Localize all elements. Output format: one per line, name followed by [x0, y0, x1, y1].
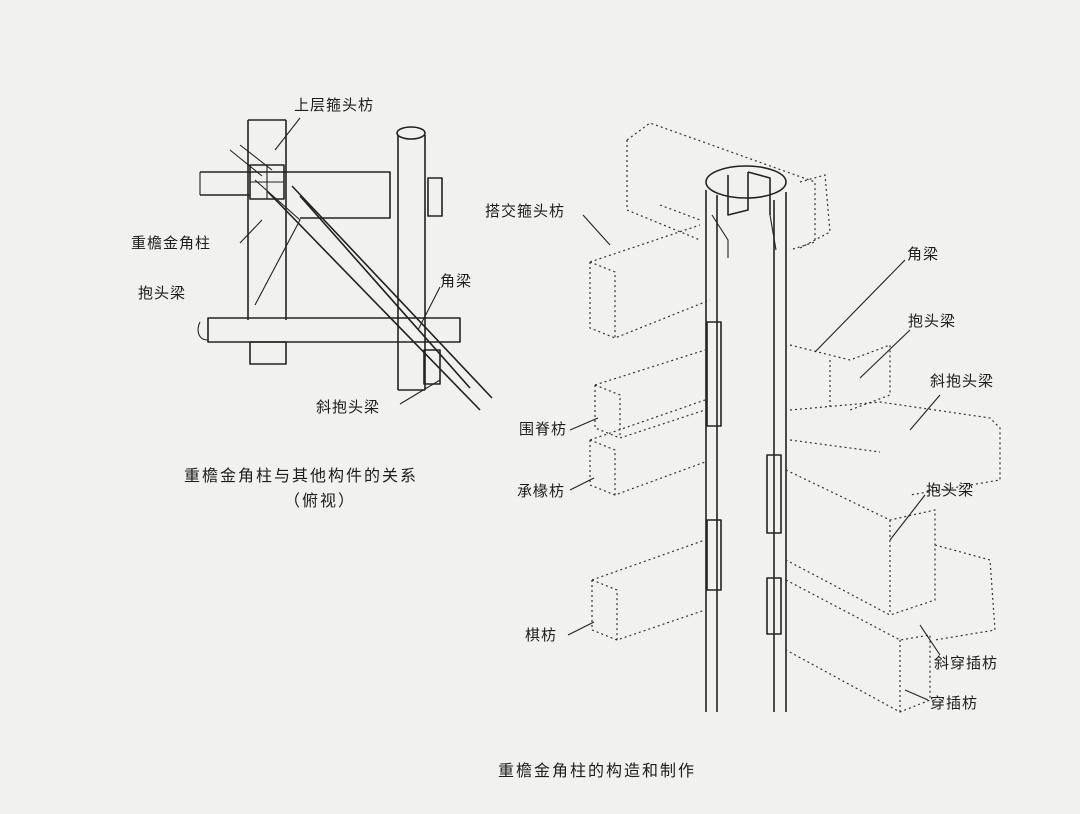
dajiao-fang-ghost	[589, 122, 816, 339]
caption-left: 重檐金角柱与其他构件的关系	[184, 466, 419, 485]
xie-baotou-liang-ghost	[789, 401, 1001, 496]
label-chengchuan-fang: 承椽枋	[517, 482, 566, 500]
lower-horizontal-beam	[207, 317, 461, 343]
label-qi-fang: 棋枋	[525, 626, 558, 644]
qi-fang-ghost	[591, 539, 706, 641]
caption-left-sub: （俯视）	[284, 491, 357, 510]
label-baotou-liang-left: 抱头梁	[138, 284, 187, 302]
label-baotou-liang-right-2: 抱头梁	[926, 481, 975, 499]
caption-right: 重檐金角柱的构造和制作	[498, 761, 697, 780]
right-post	[397, 135, 426, 391]
label-weiji-fang: 围脊枋	[519, 420, 568, 438]
label-column: 重檐金角柱	[131, 234, 212, 252]
baotou-liang-ghost	[789, 344, 891, 411]
chuancha-fang-ghost	[785, 579, 931, 713]
label-jiao-liang-left: 角梁	[440, 272, 473, 290]
left-plan-drawing	[197, 117, 493, 411]
chengchuan-fang-ghost	[589, 399, 706, 496]
label-jiao-liang-right: 角梁	[907, 245, 940, 263]
upper-fang-vertical	[247, 119, 287, 320]
baotou-liang-2-ghost	[785, 469, 936, 616]
label-upper-fang: 上层箍头枋	[294, 96, 375, 114]
label-dajiao-fang: 搭交箍头枋	[485, 202, 566, 220]
corner-beam-diagonal	[267, 185, 493, 411]
central-column	[705, 190, 787, 712]
label-chuancha-fang: 穿插枋	[930, 694, 979, 712]
upper-fang-horizontal	[200, 171, 391, 219]
right-isometric-drawing	[567, 122, 1001, 713]
label-xie-chuancha-fang: 斜穿插枋	[934, 654, 999, 672]
label-baotou-liang-right-1: 抱头梁	[908, 312, 957, 330]
label-xie-baotou-liang-left: 斜抱头梁	[316, 398, 381, 416]
weiji-fang-ghost	[594, 349, 706, 439]
label-xie-baotou-liang-right: 斜抱头梁	[930, 372, 995, 390]
